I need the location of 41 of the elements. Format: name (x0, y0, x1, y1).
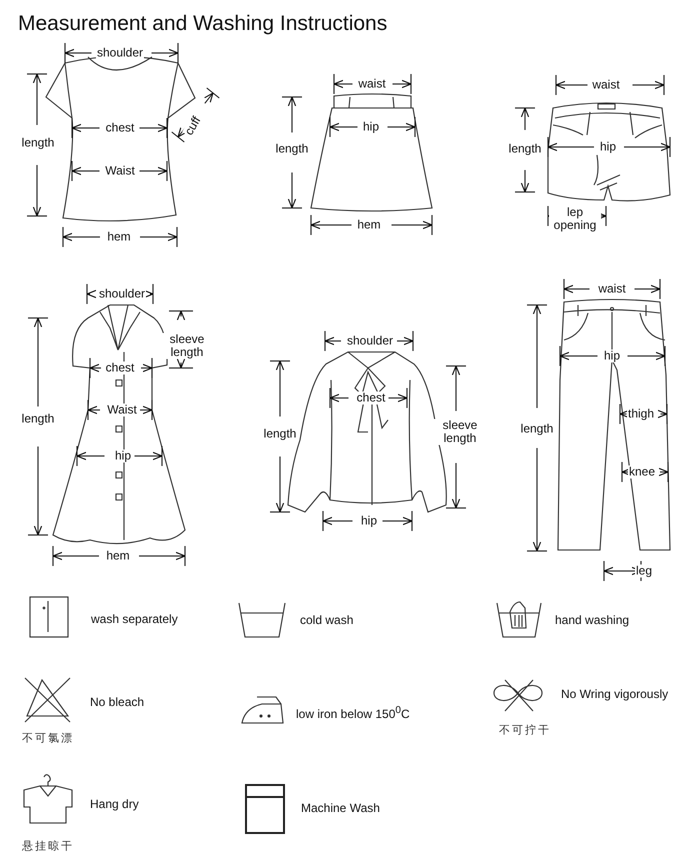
dimension-label: hem (356, 218, 382, 232)
dimension-label: shoulder (346, 334, 394, 348)
care-instruction: Machine Wash (301, 801, 380, 815)
dimension-label: thigh (626, 408, 656, 420)
dimension-label: waist (357, 78, 387, 90)
care-instruction: Hang dry (90, 797, 139, 811)
page-title: Measurement and Washing Instructions (18, 12, 388, 36)
dimension-label: hem (105, 550, 131, 562)
dimension-label: waist (591, 78, 621, 92)
chinese-caption: 不可氯漂 (22, 732, 74, 746)
dimension-label: hip (603, 350, 621, 362)
dimension-label: knee (628, 466, 656, 478)
dimension-label: length (508, 142, 542, 156)
dimension-label: hip (360, 514, 378, 528)
dimension-label: length (274, 142, 310, 156)
dimension-label: shoulder (96, 46, 144, 60)
care-instruction: hand washing (555, 613, 630, 627)
care-instruction: No Wring vigorously (561, 687, 668, 701)
dimension-label: hem (106, 230, 132, 244)
dimension-label: shoulder (98, 288, 146, 300)
dimension-label: chest (356, 392, 386, 404)
chinese-caption: 悬挂晾干 (22, 839, 74, 854)
chinese-caption: 不可拧干 (499, 723, 551, 738)
dimension-label: length (262, 428, 298, 440)
dimension-label: lep opening (549, 206, 601, 232)
care-instruction: low iron below 150$^{0}$C (296, 705, 410, 721)
dimension-label: Waist (104, 164, 136, 178)
dimension-label: chest (104, 122, 136, 134)
care-instruction: cold wash (300, 613, 354, 627)
dimension-label: Waist (106, 404, 138, 416)
dimension-label: leg (635, 564, 653, 578)
dimension-label: length (20, 412, 56, 426)
care-instruction: No bleach (90, 695, 144, 709)
dimension-label: waist (597, 282, 627, 296)
dimension-label: hip (114, 450, 132, 462)
dimension-label: chest (104, 362, 136, 374)
care-instruction: wash separately (91, 612, 178, 626)
dimension-label: hip (362, 120, 380, 134)
dimension-label: length (20, 136, 56, 150)
dimension-label: length (520, 422, 554, 436)
dimension-label: hip (599, 140, 617, 154)
